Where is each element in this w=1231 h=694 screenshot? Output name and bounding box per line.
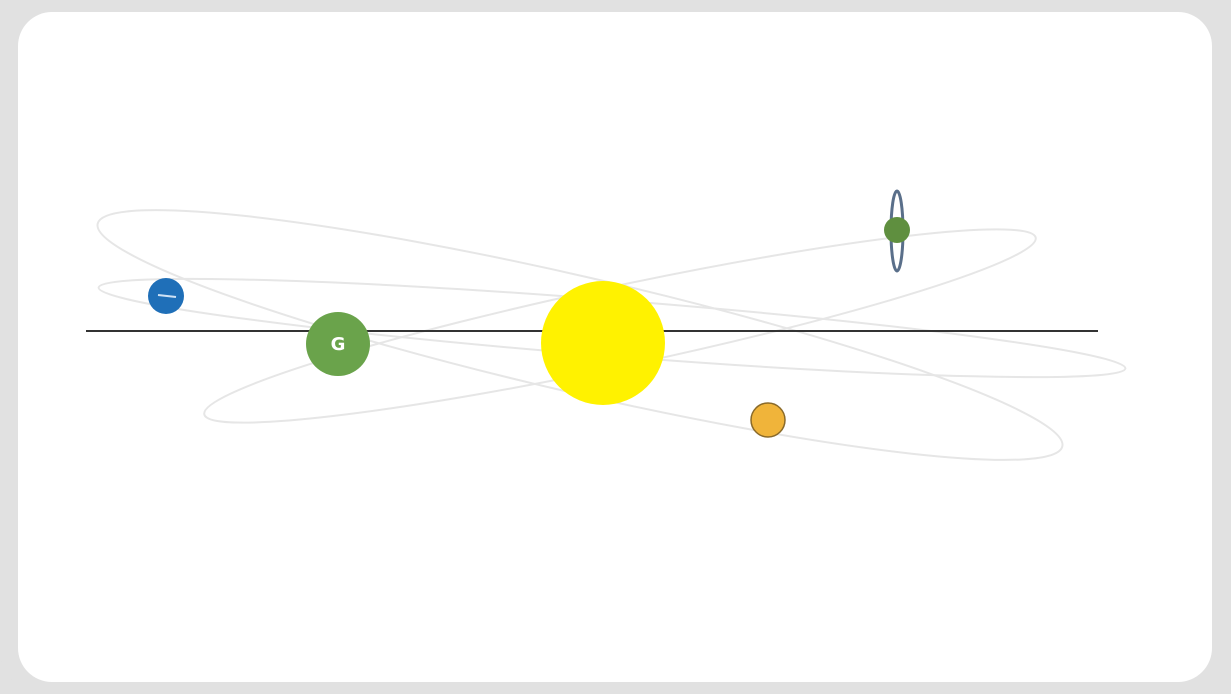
planet-icon [306,312,370,376]
diagram-panel: G [18,12,1212,682]
sun-icon [541,281,665,405]
solar-system-diagram: G [86,189,1127,461]
planet-highlight [157,294,177,298]
small-green-planet [884,189,910,273]
satellite-planet-icon [884,217,910,243]
green-planet-label: G [331,334,346,355]
green-planet: G [306,312,370,376]
orange-planet-icon [750,402,786,438]
blue-planet [148,278,184,314]
